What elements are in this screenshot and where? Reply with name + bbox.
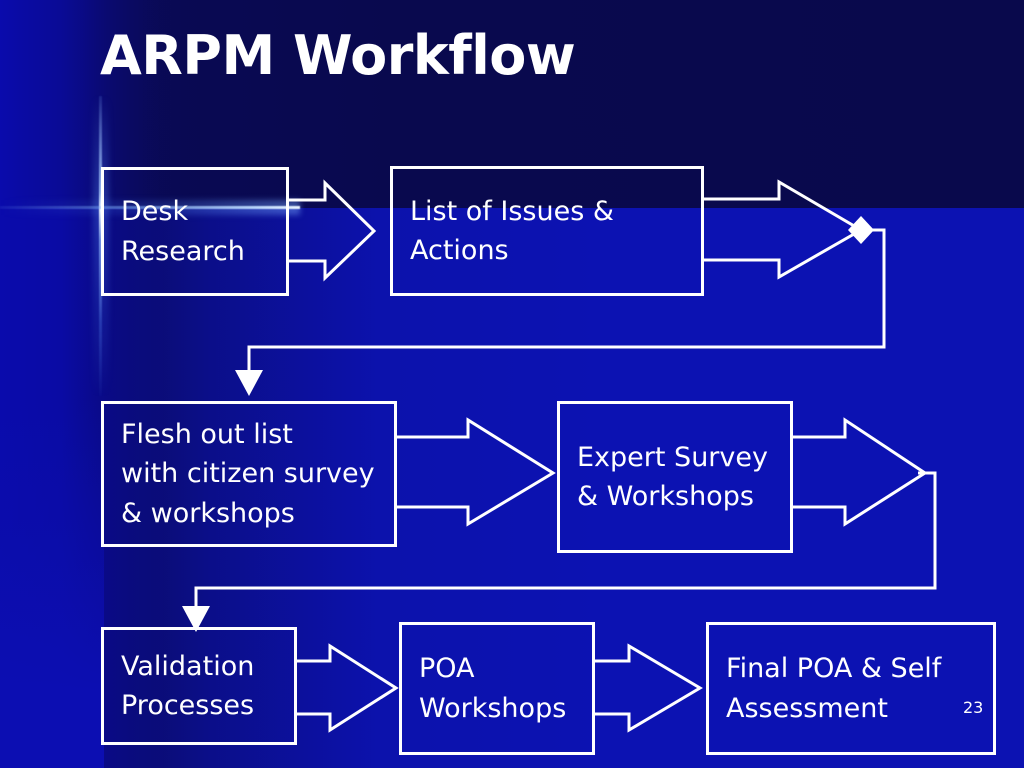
background-bright-left [0,400,104,768]
horizontal-ray [0,206,300,209]
flow-node-poa-workshops[interactable]: POA Workshops [399,622,595,755]
flow-node-list-of-issues[interactable]: List of Issues & Actions [390,166,704,296]
flow-node-label: List of Issues & Actions [410,195,614,266]
flow-node-label: Expert Survey & Workshops [577,441,768,512]
vertical-ray [99,96,102,396]
flow-node-label: Validation Processes [121,650,255,721]
slide-number: 23 [963,698,984,717]
flow-node-final-poa[interactable]: Final POA & Self Assessment [706,622,996,755]
page-title: ARPM Workflow [100,24,576,87]
flow-node-flesh-out-list[interactable]: Flesh out list with citizen survey & wor… [101,401,397,547]
flow-node-expert-survey[interactable]: Expert Survey & Workshops [557,401,793,553]
flow-node-label: Final POA & Self Assessment [726,653,942,724]
flow-node-label: Flesh out list with citizen survey & wor… [121,419,375,529]
flow-node-label: Desk Research [121,196,245,267]
flow-node-label: POA Workshops [419,653,567,724]
flow-node-desk-research[interactable]: Desk Research [101,167,289,296]
flow-node-validation-processes[interactable]: Validation Processes [101,627,297,745]
background-top-band [0,0,1024,208]
